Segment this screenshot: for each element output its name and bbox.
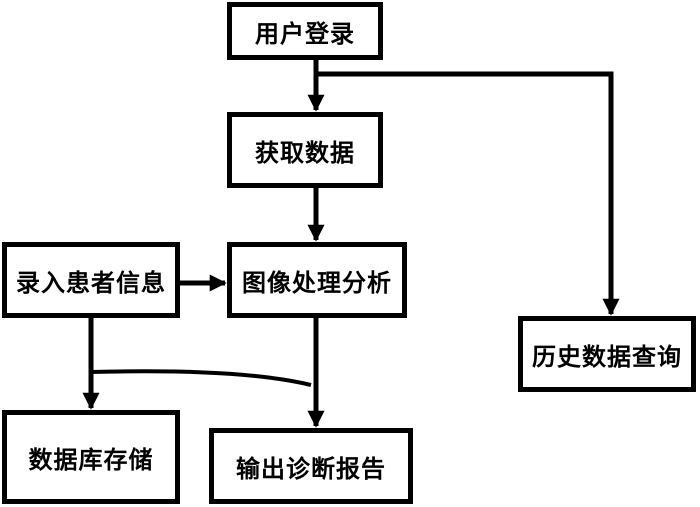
node-history-query: 历史数据查询: [518, 316, 696, 392]
arrow-login-to-history: [316, 71, 620, 316]
node-history-query-label: 历史数据查询: [532, 342, 682, 371]
node-user-login: 用户登录: [227, 2, 383, 60]
arrow-entry-to-report: [90, 369, 312, 387]
node-image-processing-label: 图像处理分析: [242, 268, 392, 297]
node-user-login-label: 用户登录: [255, 19, 355, 48]
node-database-storage-label: 数据库存储: [28, 445, 154, 474]
node-diagnosis-report-label: 输出诊断报告: [236, 454, 386, 483]
node-acquire-data: 获取数据: [227, 112, 383, 188]
node-diagnosis-report: 输出诊断报告: [209, 428, 413, 504]
node-image-processing: 图像处理分析: [227, 242, 407, 318]
node-acquire-data-label: 获取数据: [255, 138, 355, 167]
node-patient-entry-label: 录入患者信息: [16, 268, 166, 297]
node-database-storage: 数据库存储: [2, 410, 180, 504]
node-patient-entry: 录入患者信息: [2, 242, 180, 318]
